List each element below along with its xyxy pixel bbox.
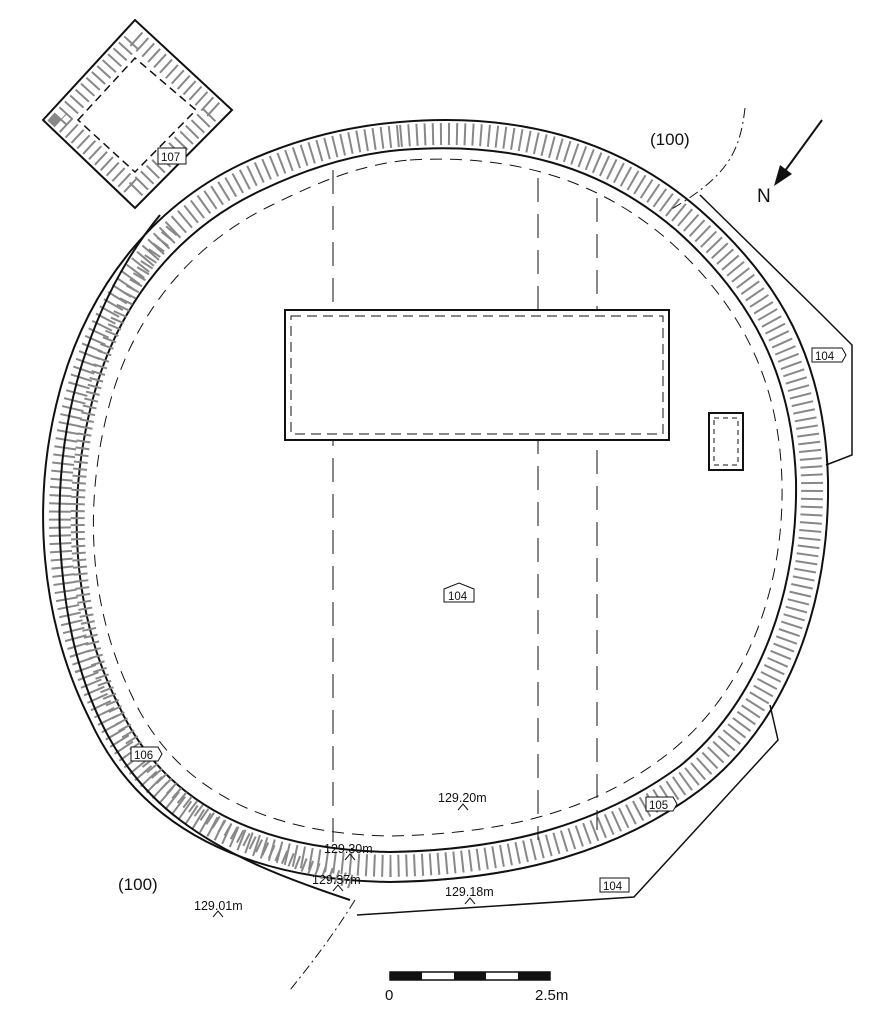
tag-south-cut: 105 bbox=[645, 796, 678, 812]
elevation-outside: 129.01m bbox=[194, 899, 243, 918]
scale-bar bbox=[389, 971, 551, 981]
west-wall-band bbox=[58, 214, 351, 901]
dash-dot-line-south bbox=[289, 899, 356, 991]
elevation-outside-label: 129.01m bbox=[194, 899, 243, 913]
context-label-lower: (100) bbox=[118, 875, 158, 894]
tag-pit: 107 bbox=[157, 147, 187, 165]
dashed-cut bbox=[92, 158, 783, 837]
south-cut-outline bbox=[356, 704, 779, 916]
elevation-threshold-b: 129.37m bbox=[312, 873, 361, 892]
tag-interior: 104 bbox=[443, 582, 475, 603]
tag-south-band: 104 bbox=[599, 877, 630, 893]
small-feature-dashed bbox=[713, 417, 739, 466]
small-feature bbox=[708, 412, 744, 471]
tag-wall-label: 106 bbox=[134, 750, 153, 762]
context-label-upper: (100) bbox=[650, 130, 690, 149]
east-cut-outline bbox=[699, 194, 853, 466]
elevation-threshold-a: 129.30m bbox=[324, 842, 373, 861]
tag-east-cut: 104 bbox=[811, 347, 847, 363]
tag-interior-label: 104 bbox=[448, 591, 468, 603]
north-label: N bbox=[757, 186, 771, 207]
elevation-interior: 129.20m bbox=[438, 791, 487, 811]
scale-start-label: 0 bbox=[385, 987, 393, 1004]
elevation-south-wall: 129.18m bbox=[445, 885, 494, 905]
pit-inner bbox=[76, 56, 198, 174]
north-arrow bbox=[774, 119, 823, 186]
tag-wall: 106 bbox=[130, 746, 163, 762]
central-feature-dashed bbox=[290, 315, 664, 435]
central-feature bbox=[284, 309, 670, 441]
tag-pit-label: 107 bbox=[161, 152, 180, 164]
tag-south-cut-label: 105 bbox=[649, 800, 668, 812]
inner-wall bbox=[75, 147, 798, 854]
scale-end-label: 2.5m bbox=[535, 987, 568, 1004]
elevation-threshold-b-label: 129.37m bbox=[312, 873, 361, 887]
elevation-south-wall-label: 129.18m bbox=[445, 885, 494, 899]
elevation-interior-label: 129.20m bbox=[438, 791, 487, 805]
tag-south-band-label: 104 bbox=[603, 881, 623, 893]
elevation-threshold-a-label: 129.30m bbox=[324, 842, 373, 856]
tag-east-cut-label: 104 bbox=[815, 351, 835, 363]
